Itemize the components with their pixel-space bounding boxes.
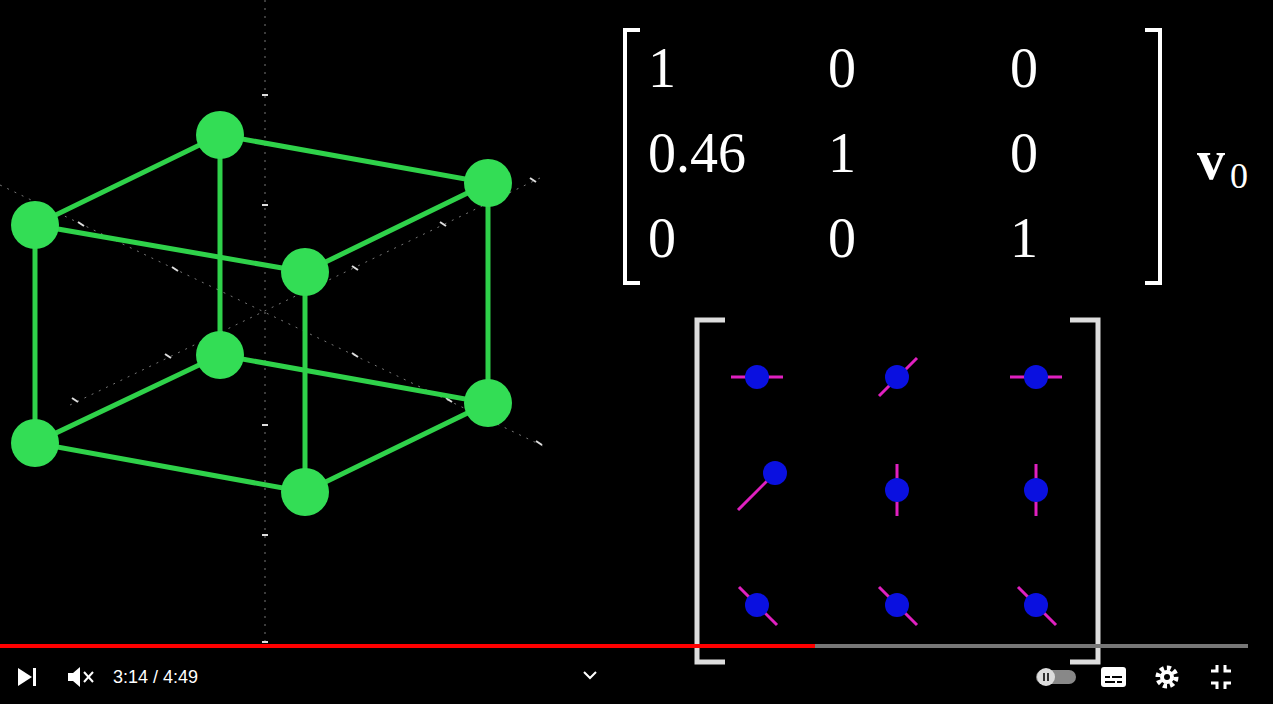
next-icon <box>18 668 36 686</box>
progress-played <box>0 644 815 648</box>
settings-icon <box>1158 668 1176 686</box>
chevron-icon <box>584 672 596 678</box>
matrix-entry: 0 <box>1010 40 1038 96</box>
progress-track <box>0 644 1248 648</box>
axes <box>0 0 545 645</box>
matrix-bracket <box>625 30 1160 283</box>
matrix-entry: 0 <box>648 210 676 266</box>
exit-fullscreen-icon <box>1211 665 1231 689</box>
matrix-entry: 1 <box>828 125 856 181</box>
matrix-entry: 0 <box>828 210 856 266</box>
time-display: 3:14 / 4:49 <box>113 668 198 686</box>
mute-icon <box>68 667 93 687</box>
vector-symbol: v <box>1197 132 1225 188</box>
matrix-entry: 0 <box>1010 125 1038 181</box>
vector-subscript: 0 <box>1230 158 1248 194</box>
subtitles-icon <box>1101 667 1126 687</box>
matrix-entry: 1 <box>648 40 676 96</box>
glyph-matrix-bracket <box>697 320 1098 662</box>
matrix-entry: 0.46 <box>648 125 746 181</box>
cube-edges <box>35 135 488 492</box>
orientation-lines <box>731 358 1062 625</box>
matrix-entry: 1 <box>1010 210 1038 266</box>
autoplay-toggle <box>1036 668 1076 686</box>
cube-vertices <box>11 111 512 516</box>
matrix-entry: 0 <box>828 40 856 96</box>
orientation-dots <box>745 365 1048 617</box>
axis-ticks <box>72 95 542 642</box>
